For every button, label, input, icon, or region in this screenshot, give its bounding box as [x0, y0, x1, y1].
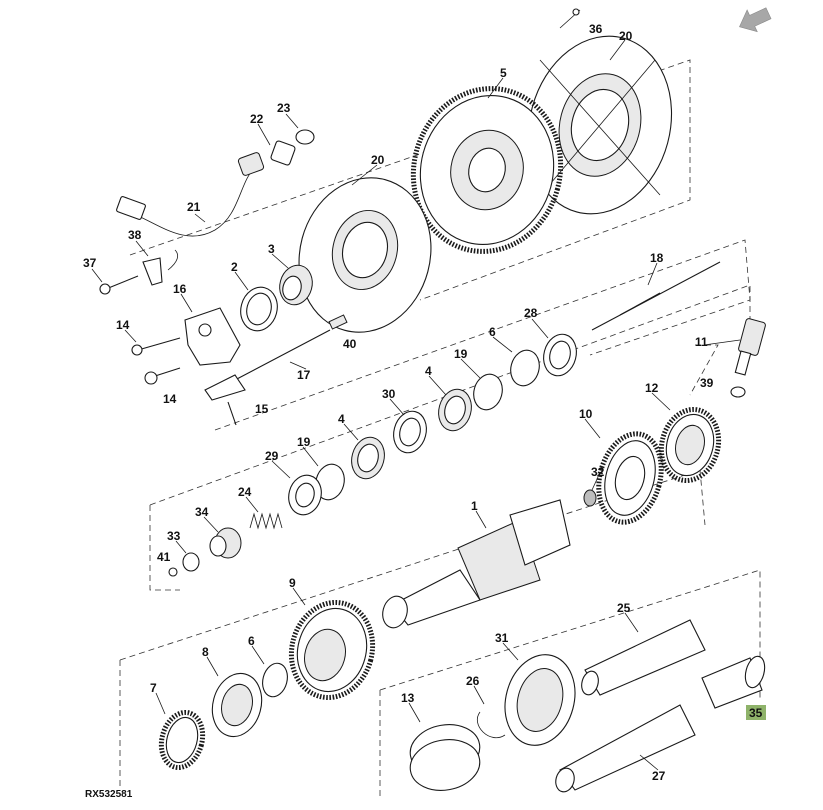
callout-5: 5	[500, 66, 507, 80]
callout-leaders	[91, 39, 741, 771]
callout-20-upper: 20	[619, 29, 633, 43]
callout-3: 3	[268, 242, 275, 256]
part-bearing-7	[158, 709, 206, 771]
callout-10: 10	[579, 407, 593, 421]
part-shift-rod-17	[204, 329, 331, 401]
part-pin-40	[328, 314, 348, 330]
part-washer-29	[288, 474, 322, 516]
part-screw-15	[227, 401, 237, 426]
part-bolt-37	[99, 275, 139, 295]
callout-29: 29	[265, 449, 279, 463]
part-ball-41	[168, 567, 178, 577]
part-ball-33	[182, 552, 200, 572]
callout-15: 15	[255, 402, 269, 416]
callout-19-lower: 19	[297, 435, 311, 449]
part-harness-21	[116, 152, 265, 237]
part-sleeve-35	[701, 655, 766, 709]
callout-6-lower: 6	[248, 634, 255, 648]
callout-40: 40	[343, 337, 357, 351]
figure-reference-code: RX532581	[85, 789, 133, 800]
part-gear-10	[596, 431, 664, 525]
callout-35[interactable]: 35	[749, 706, 763, 720]
callout-14-lower: 14	[163, 392, 177, 406]
callout-28: 28	[524, 306, 538, 320]
part-snapring-6-upper	[510, 349, 540, 387]
part-bracket-38	[142, 249, 179, 286]
part-detent-34	[209, 527, 242, 559]
callout-14-upper: 14	[116, 318, 130, 332]
part-screw-36	[559, 8, 581, 29]
part-cover-20-upper	[527, 35, 673, 215]
callout-36: 36	[589, 22, 603, 36]
part-main-shaft-1	[382, 499, 571, 629]
callout-30: 30	[382, 387, 396, 401]
part-bolt-14-upper	[131, 337, 181, 356]
part-clip-26	[477, 711, 506, 738]
part-sensor-11	[734, 318, 766, 376]
part-seal-23	[295, 129, 315, 145]
callout-13: 13	[401, 691, 415, 705]
part-seal-31	[504, 654, 576, 746]
callout-16: 16	[173, 282, 187, 296]
callout-1: 1	[471, 499, 478, 513]
part-connector-22	[270, 140, 296, 166]
callout-11: 11	[695, 335, 708, 349]
callout-38: 38	[128, 228, 142, 242]
part-ring-19-upper	[473, 373, 503, 411]
part-shaft-27	[555, 704, 696, 793]
callout-8: 8	[202, 645, 209, 659]
callout-19-upper: 19	[454, 347, 468, 361]
part-ring-13	[409, 724, 481, 791]
part-shaft-18	[591, 261, 721, 331]
callout-18: 18	[650, 251, 664, 265]
part-cover-20-lower	[298, 177, 432, 333]
part-sleeve-30	[393, 410, 427, 454]
callout-41: 41	[157, 550, 171, 564]
callout-17: 17	[297, 368, 311, 382]
part-gear-5	[410, 86, 564, 254]
callout-20-lower: 20	[371, 153, 385, 167]
callout-33: 33	[167, 529, 181, 543]
part-bearing-8	[211, 672, 263, 738]
callout-39: 39	[700, 376, 714, 390]
callout-labels: 36 20 5 22 23 20 21 38 37 3 2 16 14 40 1…	[83, 22, 766, 783]
callout-31: 31	[495, 631, 509, 645]
part-bearing-12	[658, 406, 722, 484]
part-bearing-3	[279, 264, 313, 306]
callout-37: 37	[83, 256, 97, 270]
part-bearing-4-upper	[438, 388, 472, 432]
callout-26: 26	[466, 674, 480, 688]
part-gear-9	[288, 599, 376, 701]
part-spring-24	[249, 512, 283, 530]
callout-27: 27	[652, 769, 666, 783]
part-bolt-14-lower	[144, 367, 181, 385]
part-washer-28	[543, 333, 577, 377]
callout-32: 32	[591, 465, 605, 479]
callout-12: 12	[645, 381, 659, 395]
back-arrow-icon[interactable]	[734, 2, 773, 37]
part-shaft-25	[581, 619, 706, 696]
part-retainer-32	[583, 489, 597, 507]
callout-4-lower: 4	[338, 412, 345, 426]
callout-4-upper: 4	[425, 364, 432, 378]
part-bracket-16	[184, 307, 241, 366]
callout-34: 34	[195, 505, 209, 519]
part-ring-19-lower	[315, 463, 345, 501]
callout-25: 25	[617, 601, 631, 615]
part-snapring-6-lower	[262, 662, 288, 698]
callout-21: 21	[187, 200, 201, 214]
callout-23: 23	[277, 101, 291, 115]
part-bearing-cup-2	[240, 286, 278, 332]
callout-22: 22	[250, 112, 264, 126]
callout-6-upper: 6	[489, 325, 496, 339]
callout-9: 9	[289, 576, 296, 590]
part-bearing-4-lower	[351, 436, 385, 480]
callout-24: 24	[238, 485, 252, 499]
callout-7: 7	[150, 681, 157, 695]
callout-2: 2	[231, 260, 238, 274]
callout-35-highlight	[746, 705, 766, 720]
part-oring-39	[730, 386, 746, 398]
